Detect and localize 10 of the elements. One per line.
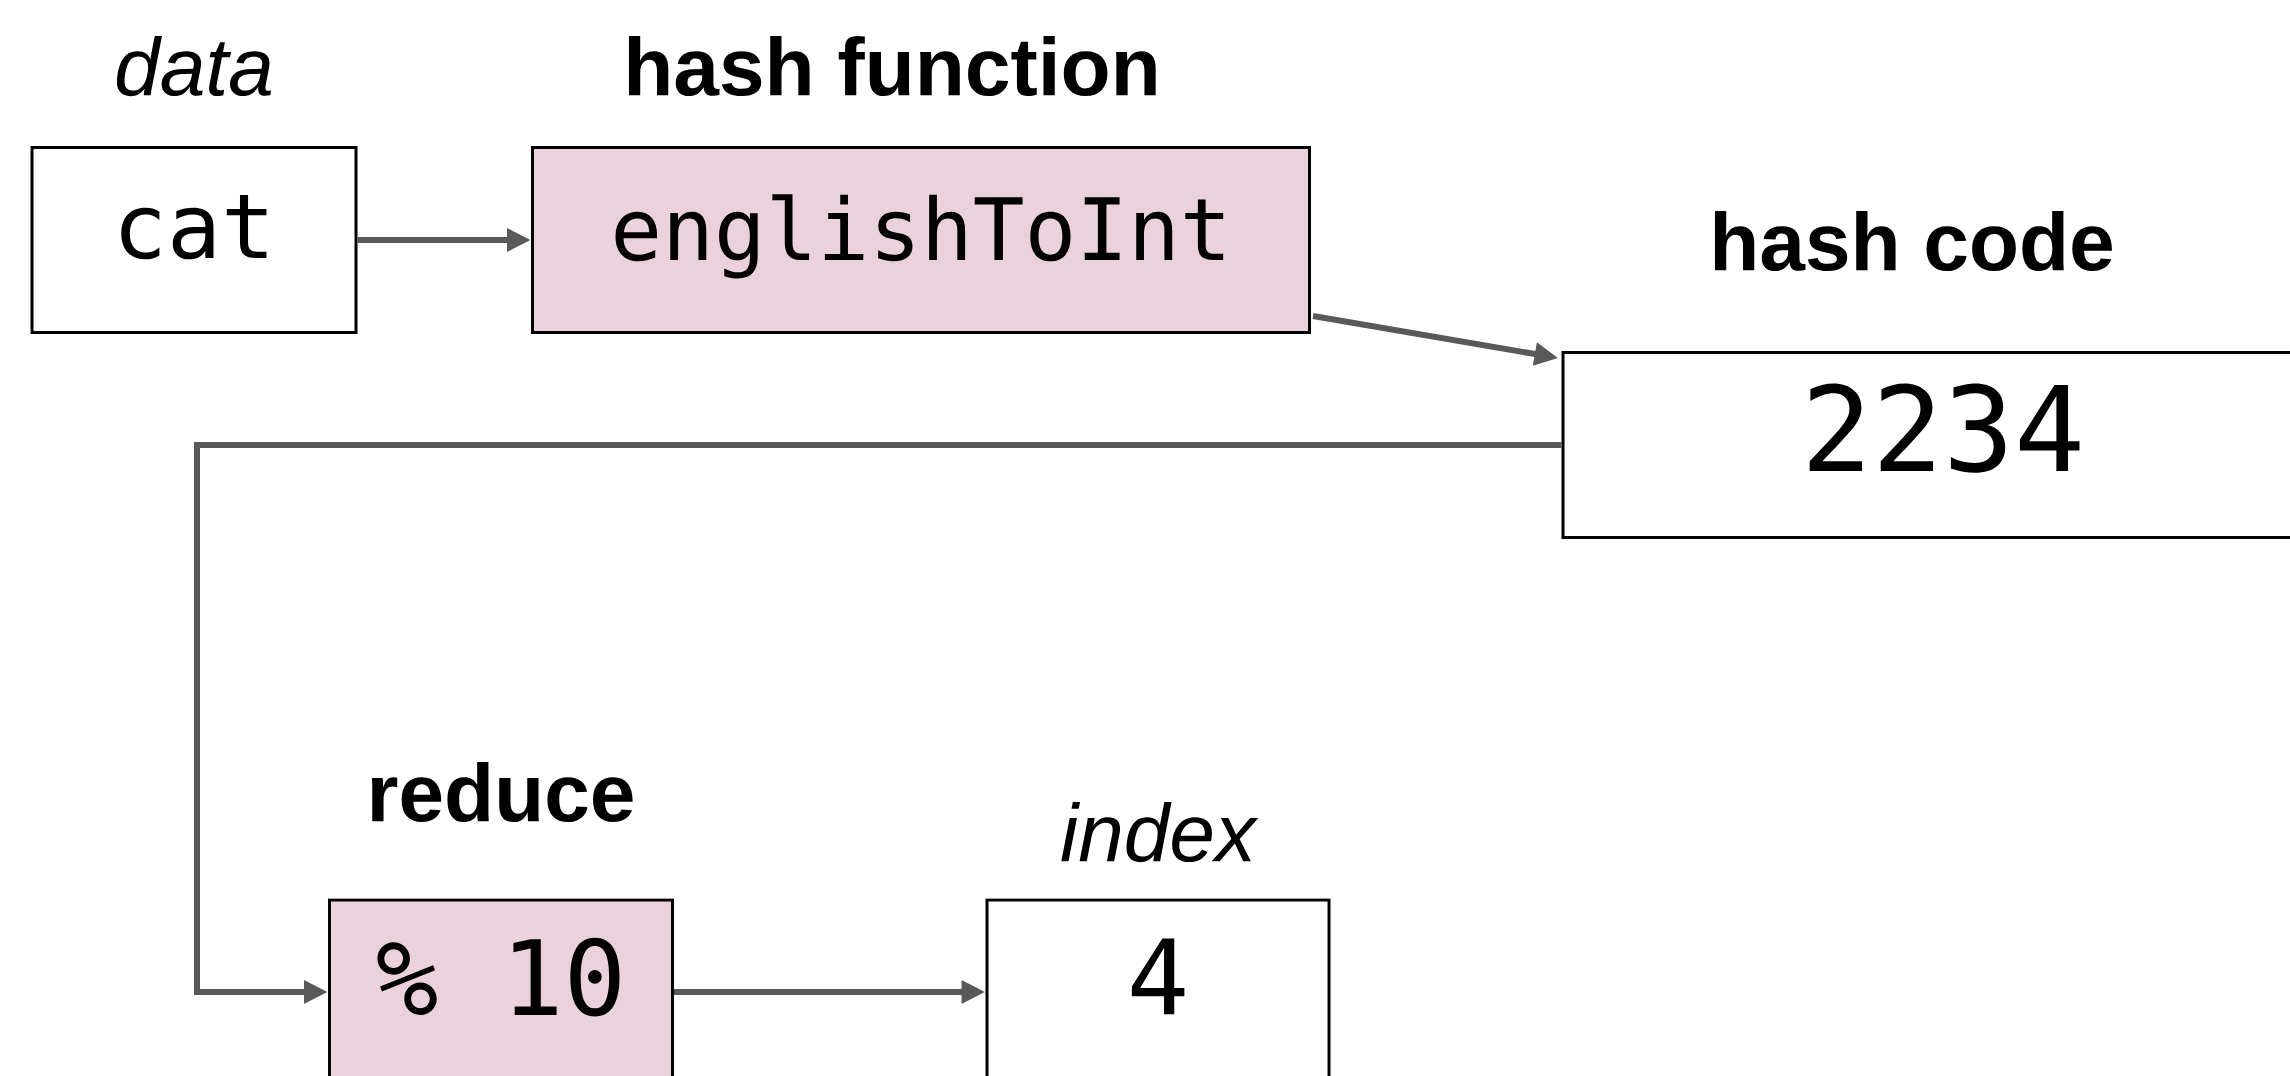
heading: data: [116, 35, 271, 97]
box: englishToInt: [531, 146, 1311, 334]
heading: hash code: [1714, 210, 2112, 272]
box: 2234: [1561, 351, 2290, 539]
heading: reduce: [371, 761, 633, 823]
heading: hash function: [628, 35, 1156, 97]
box: % 10: [328, 898, 674, 1076]
heading: index: [1061, 801, 1259, 863]
box: cat: [30, 146, 358, 334]
box: 4: [985, 898, 1331, 1076]
